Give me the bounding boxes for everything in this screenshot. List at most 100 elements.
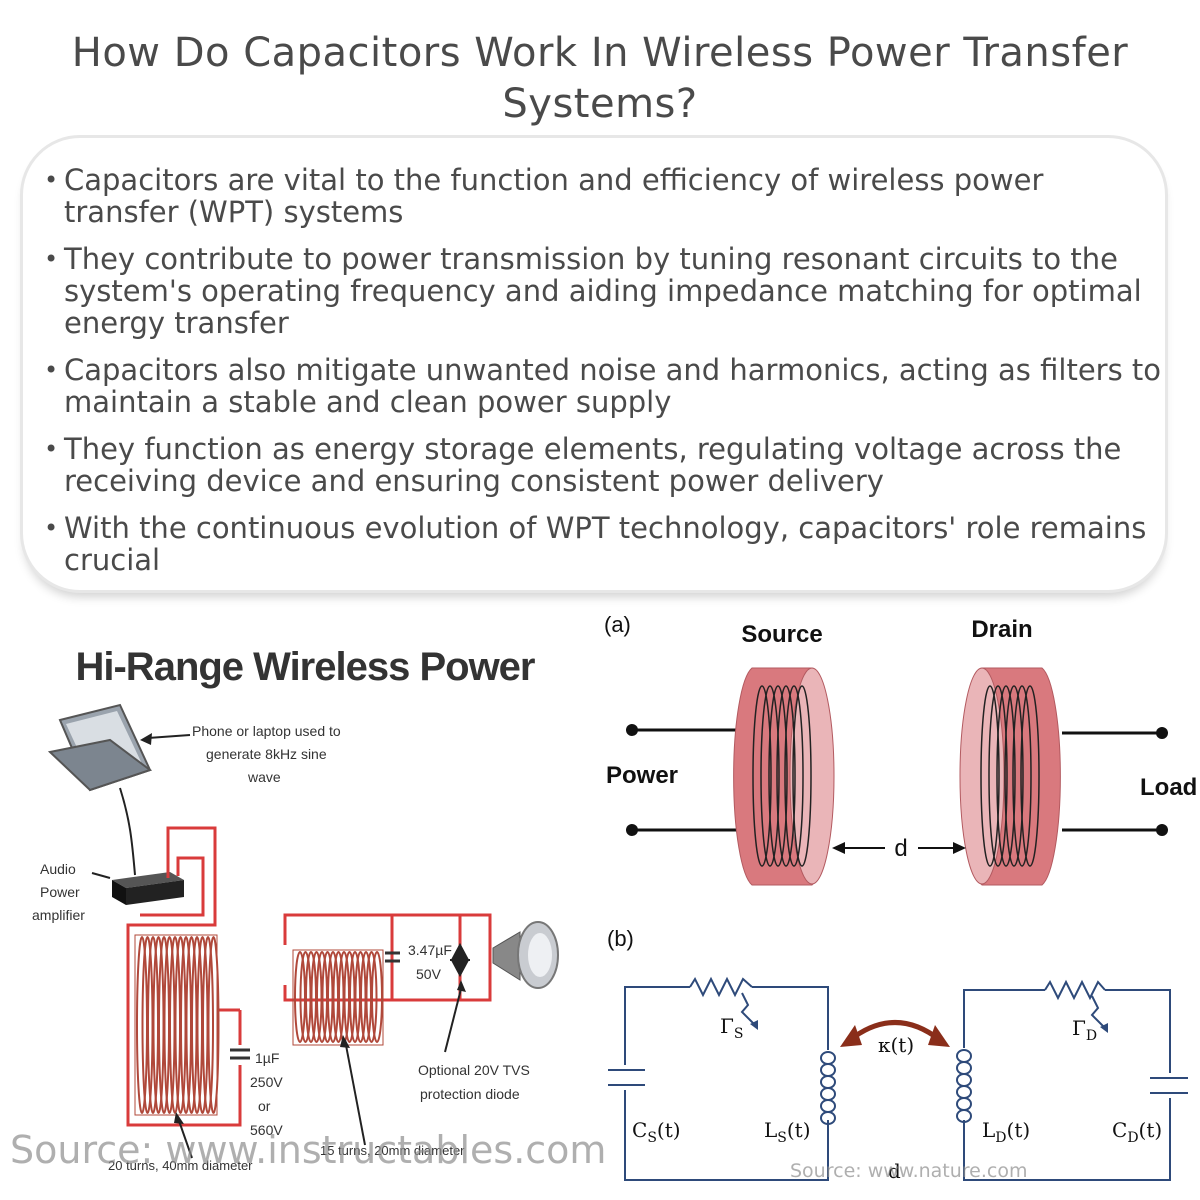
gamma-d-symbol: Γ xyxy=(1072,1016,1086,1040)
primary-coil xyxy=(134,934,220,1116)
inductor-symbol xyxy=(956,1049,972,1123)
cd-time-arg: (t) xyxy=(1139,1118,1163,1142)
ld-subscript: D xyxy=(995,1130,1006,1146)
svg-text:ΓS: ΓS xyxy=(720,1014,743,1042)
capacitor-symbol xyxy=(385,951,400,963)
diode-label-line: protection diode xyxy=(420,1086,520,1102)
ls-subscript: S xyxy=(777,1130,787,1146)
terminal-dot xyxy=(1156,727,1168,739)
bullet-item: Capacitors also mitigate unwanted noise … xyxy=(42,354,1162,418)
inductor-turn xyxy=(956,1049,972,1063)
cd-subscript: D xyxy=(1127,1130,1138,1146)
gamma-d-subscript: D xyxy=(1086,1028,1097,1044)
svg-text:Phone or laptop used to ge: Phone or laptop used to generate 8kHz si… xyxy=(192,723,345,785)
bullet-item: Capacitors are vital to the function and… xyxy=(42,164,1162,228)
capacitor-symbol xyxy=(230,1048,250,1060)
source-circuit xyxy=(608,986,829,1181)
svg-text:CD(t): CD(t) xyxy=(1112,1118,1162,1146)
panel-b-label: (b) xyxy=(607,926,634,951)
loss-arrow-icon xyxy=(740,992,756,1026)
coil-winding xyxy=(776,685,796,867)
cs-time-arg: (t) xyxy=(657,1118,681,1142)
cap1-label-line: 250V xyxy=(250,1074,283,1090)
coil-winding xyxy=(760,685,780,867)
primary-circuit-wire xyxy=(126,826,242,1127)
power-label: Power xyxy=(606,762,678,789)
coil-winding xyxy=(752,685,772,867)
inductor-turn xyxy=(820,1099,836,1113)
amp-label-line: Power xyxy=(40,884,80,900)
loss-arrow-icon xyxy=(1090,995,1106,1029)
load-label: Load xyxy=(1140,774,1197,801)
svg-text:LD(t): LD(t) xyxy=(982,1118,1030,1146)
bullet-item: They function as energy storage elements… xyxy=(42,433,1162,497)
terminal-dot xyxy=(1156,824,1168,836)
bullet-item: They contribute to power transmission by… xyxy=(42,243,1162,339)
ls-symbol: L xyxy=(764,1118,777,1142)
panel-a-label: (a) xyxy=(604,612,631,637)
svg-text:1µF 250V or 560V: 1µF 250V or 560V xyxy=(250,1050,287,1138)
amp-label-line: Audio xyxy=(40,861,76,877)
coil2-label: 15 turns, 20mm diameter xyxy=(320,1143,465,1158)
coil-winding xyxy=(1020,685,1040,867)
inductor-symbol xyxy=(820,1051,836,1125)
tvs-diode-symbol xyxy=(450,942,470,978)
coil-winding xyxy=(202,936,214,1114)
svg-text:CS(t): CS(t) xyxy=(632,1118,681,1146)
drain-label: Drain xyxy=(971,616,1032,643)
svg-text:Audio Power amplifier: Audio Power amplifier xyxy=(32,861,85,923)
power-terminals xyxy=(632,728,740,832)
coil1-label: 20 turns, 40mm diameter xyxy=(108,1158,253,1173)
coil-winding xyxy=(980,685,1000,867)
laptop-label-line: generate 8kHz sine xyxy=(206,746,327,762)
cs-subscript: S xyxy=(647,1130,657,1146)
right-source-credit: Source: www.nature.com xyxy=(790,1160,1028,1182)
ld-symbol: L xyxy=(982,1118,995,1142)
coil-winding xyxy=(792,685,812,867)
coil-winding xyxy=(365,951,378,1043)
load-terminals xyxy=(1062,731,1162,832)
coil-winding xyxy=(784,685,804,867)
coil-winding xyxy=(996,685,1016,867)
resistor-symbol xyxy=(1044,979,1106,1001)
terminal-dot xyxy=(626,824,638,836)
led-bulb-icon xyxy=(492,921,559,989)
gamma-s-subscript: S xyxy=(734,1026,744,1042)
cap2-label-line: 50V xyxy=(416,966,442,982)
distance-label-b: d xyxy=(888,1159,901,1183)
inductor-turn xyxy=(956,1061,972,1075)
resistor-symbol xyxy=(689,976,753,998)
coil-winding xyxy=(207,936,220,1114)
left-source-credit: Source: www.instructables.com xyxy=(10,1128,606,1172)
gamma-s-symbol: Γ xyxy=(720,1014,734,1038)
drain-circuit xyxy=(963,989,1188,1181)
figure-heading: Hi-Range Wireless Power xyxy=(75,645,534,689)
inductor-turn xyxy=(820,1087,836,1101)
coil-winding xyxy=(371,951,383,1043)
laptop-icon xyxy=(47,703,153,792)
cap1-label-line: 1µF xyxy=(255,1050,279,1066)
coupling-arrow xyxy=(848,1020,942,1042)
laptop-label-line: Phone or laptop used to xyxy=(192,723,341,739)
inductor-turn xyxy=(956,1109,972,1123)
coil-winding xyxy=(988,685,1008,867)
diode-label-line: Optional 20V TVS xyxy=(418,1062,530,1078)
amplifier-icon xyxy=(112,872,184,905)
distance-label: d xyxy=(894,835,907,862)
inductor-turn xyxy=(956,1097,972,1111)
cap1-label-line: 560V xyxy=(250,1122,283,1138)
coil-winding xyxy=(1004,685,1024,867)
drain-coil xyxy=(959,667,1061,886)
laptop-label-line: wave xyxy=(247,769,281,785)
svg-text:LS(t): LS(t) xyxy=(764,1118,811,1146)
bullet-list: Capacitors are vital to the function and… xyxy=(42,164,1162,591)
inductor-turn xyxy=(820,1063,836,1077)
svg-text:ΓD: ΓD xyxy=(1072,1016,1097,1044)
cs-symbol: C xyxy=(632,1118,647,1142)
page-title: How Do Capacitors Work In Wireless Power… xyxy=(71,30,1129,127)
secondary-coil xyxy=(292,949,384,1046)
inductor-turn xyxy=(820,1111,836,1125)
cd-symbol: C xyxy=(1112,1118,1127,1142)
terminal-dot xyxy=(626,724,638,736)
